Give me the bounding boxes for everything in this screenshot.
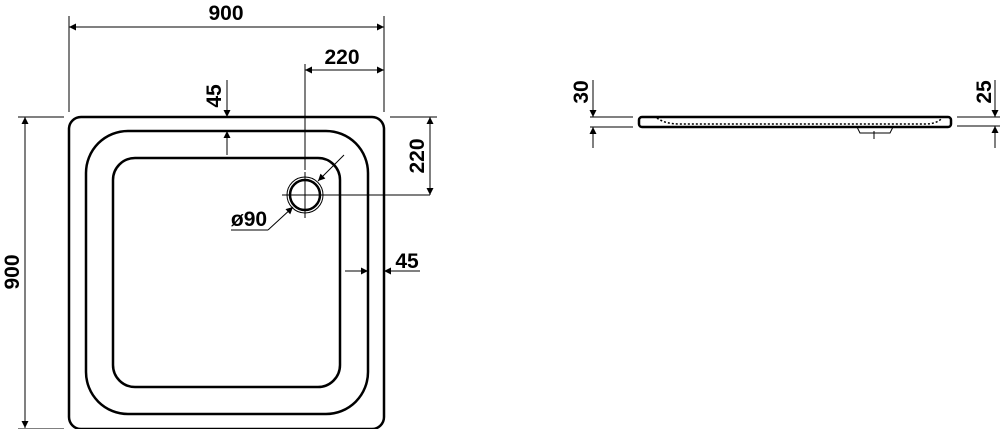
depth-label: 900 <box>1 254 24 289</box>
drain-offset-x-label: 220 <box>324 46 359 69</box>
side-view: 30 25 <box>570 80 1000 148</box>
dimension-drain-y: 220 <box>390 116 437 195</box>
height-right-label: 25 <box>973 80 996 104</box>
drain-offset-y-label: 220 <box>406 138 429 173</box>
dimension-drain-x: 220 <box>304 46 384 170</box>
rim-top-label: 45 <box>203 84 226 108</box>
dimension-rim-side: 45 <box>345 250 420 275</box>
plan-view: 900 220 45 220 45 <box>1 2 437 429</box>
width-label: 900 <box>208 2 243 25</box>
rim-side-label: 45 <box>395 250 419 273</box>
tray-floor <box>111 156 342 389</box>
dimension-rim-top: 45 <box>203 80 232 155</box>
bowl-profile <box>656 117 943 125</box>
drain-trap-icon <box>856 126 894 139</box>
dimension-drain-diameter: ø90 <box>231 154 345 231</box>
tray-profile <box>637 115 953 129</box>
tray-outline <box>67 115 386 429</box>
dimension-depth: 900 <box>1 116 64 429</box>
dimension-height-left: 30 <box>570 80 633 148</box>
drain-diameter-label: ø90 <box>231 208 267 231</box>
height-left-label: 30 <box>570 80 593 103</box>
drain-icon <box>282 172 430 218</box>
dimension-width: 900 <box>68 2 385 112</box>
dimension-height-right: 25 <box>957 80 1000 148</box>
